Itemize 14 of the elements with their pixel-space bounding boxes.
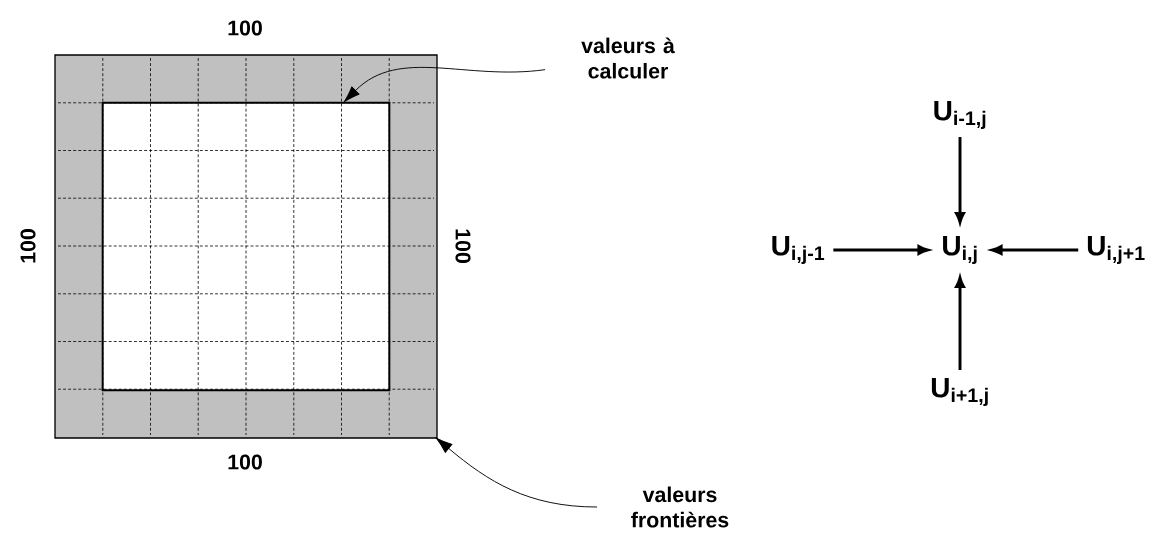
grid-value: U$_{i-1,j}$: [934, 101, 986, 129]
inner-region: [102, 102, 390, 391]
grid-value: U$_{i,j}$: [943, 236, 977, 264]
grid-value: U$_{i,j-1}$: [772, 236, 825, 264]
callout-text: valeurs à calculer: [581, 37, 675, 79]
leader-line: [343, 66, 546, 103]
dimension-label: 100: [228, 20, 262, 36]
grid-value: U$_{i+1,j}$: [931, 378, 988, 406]
dimension-label: 100: [20, 229, 36, 263]
leader-line: [435, 437, 598, 508]
callout-text: valeurs frontières: [631, 486, 729, 528]
grid-value: U$_{i,j+1}$: [1087, 236, 1145, 264]
dimension-label: 100: [228, 454, 262, 470]
dimension-label: 100: [455, 229, 471, 263]
